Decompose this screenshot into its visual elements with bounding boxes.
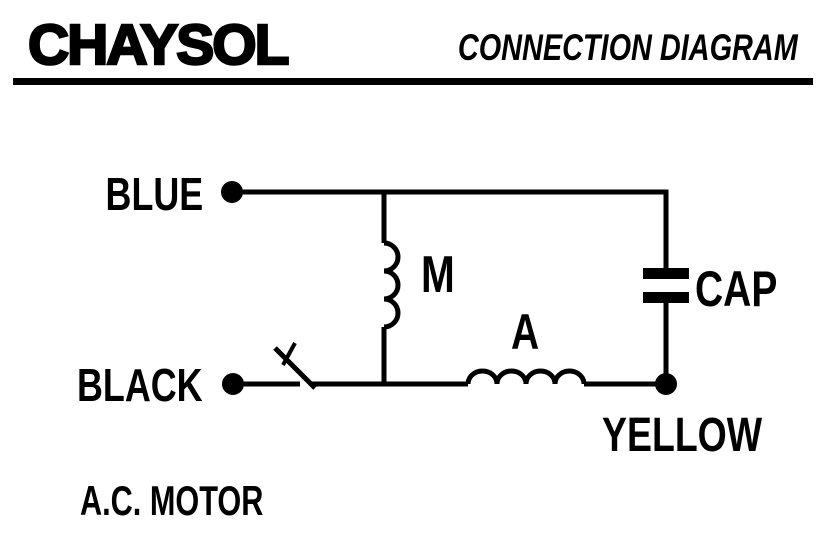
switch-blade	[273, 346, 317, 390]
auxiliary-winding-label: A	[511, 304, 540, 360]
yellow-wire-label: YELLOW	[602, 409, 763, 462]
blue-wire-label: BLUE	[105, 168, 203, 220]
header-divider	[13, 78, 813, 85]
yellow-junction-dot	[655, 373, 677, 395]
switch-tick	[281, 342, 297, 366]
page-title: CONNECTION DIAGRAM	[458, 27, 798, 68]
main-winding-coil	[383, 240, 401, 330]
brand-logo: CHAYSOL	[27, 13, 291, 77]
capacitor-plate-bottom	[643, 292, 689, 303]
main-winding-label: M	[421, 246, 455, 304]
diagram-caption: A.C. MOTOR	[80, 477, 264, 524]
auxiliary-winding-coil	[465, 368, 587, 385]
black-wire-label: BLACK	[77, 359, 203, 411]
top-wire	[232, 189, 669, 268]
blue-terminal-dot	[221, 181, 243, 203]
capacitor-plate-top	[643, 268, 689, 279]
black-terminal-dot	[222, 373, 244, 395]
capacitor-label: CAP	[695, 261, 778, 317]
